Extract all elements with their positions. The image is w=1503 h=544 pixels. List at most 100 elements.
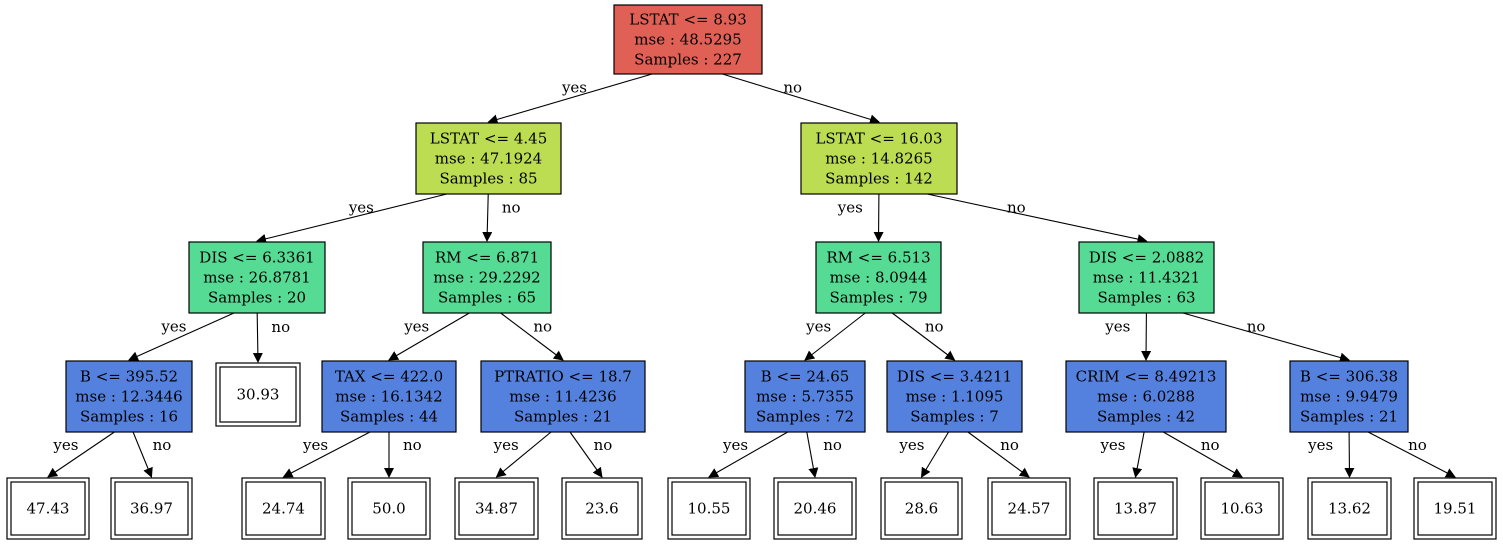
edge-no (482, 193, 493, 242)
leaf-value: 28.6 (905, 500, 938, 518)
node-condition: DIS <= 2.0882 (1089, 249, 1204, 267)
leaf-node: 30.93 (215, 362, 301, 427)
edge-no (132, 431, 153, 478)
node-box (415, 122, 562, 195)
leaf-value: 23.6 (585, 500, 618, 518)
leaf-inner-border (219, 366, 297, 423)
leaf-value: 10.63 (1221, 500, 1264, 518)
node-mse: mse : 5.7355 (756, 388, 854, 406)
edge-no (569, 431, 603, 478)
node-samples: Samples : 142 (825, 170, 933, 188)
edge-no (891, 312, 956, 361)
edge-label-yes: yes (52, 436, 78, 454)
node-samples: Samples : 72 (756, 408, 854, 426)
edge-label-no: no (533, 317, 552, 335)
leaf-value: 24.57 (1008, 500, 1051, 518)
node-condition: CRIM <= 8.49213 (1076, 368, 1217, 386)
edge-no (1182, 312, 1350, 363)
edge-label-yes: yes (805, 317, 831, 335)
node-box (886, 360, 1023, 433)
node-box (188, 241, 326, 314)
leaf-value: 47.43 (27, 500, 70, 518)
edge-no (967, 431, 1030, 478)
leaf-inner-border (671, 481, 747, 536)
leaf-inner-border (1204, 481, 1280, 536)
edge-label-yes: yes (898, 436, 924, 454)
edge-yes (487, 73, 653, 125)
edge-no (1163, 431, 1243, 478)
edge-no (927, 193, 1148, 245)
node-samples: Samples : 21 (514, 408, 612, 426)
node-samples: Samples : 44 (340, 408, 438, 426)
edge-label-yes: yes (493, 436, 519, 454)
leaf-inner-border (10, 481, 86, 536)
edge-label-no: no (1408, 436, 1427, 454)
edge-label-no: no (1007, 198, 1026, 216)
leaf-node: 13.87 (1093, 477, 1178, 540)
edge-yes (804, 312, 866, 361)
edge-yes (1132, 431, 1145, 478)
edge-label-no: no (783, 79, 802, 97)
node-mse: mse : 16.1342 (335, 388, 442, 406)
edge-no (806, 431, 819, 478)
node-samples: Samples : 85 (439, 170, 537, 188)
node-box (480, 360, 646, 433)
leaf-node: 28.6 (880, 477, 963, 540)
edge-label-yes: yes (403, 317, 429, 335)
node-mse: mse : 8.0944 (830, 269, 928, 287)
leaf-inner-border (991, 481, 1067, 536)
leaf-node: 36.97 (110, 477, 193, 540)
edge-label-no: no (925, 317, 944, 335)
node-mse: mse : 1.1095 (906, 388, 1004, 406)
node-samples: Samples : 63 (1097, 289, 1195, 307)
node-box (1289, 360, 1409, 433)
node-samples: Samples : 42 (1097, 408, 1195, 426)
edge-label-yes: yes (348, 198, 374, 216)
node-box (1078, 241, 1215, 314)
leaf-node: 10.63 (1200, 477, 1284, 540)
leaf-inner-border (351, 481, 427, 536)
leaf-value: 24.74 (262, 500, 305, 518)
node-condition: DIS <= 3.4211 (897, 368, 1012, 386)
leaf-value: 30.93 (237, 386, 280, 404)
edge-yes (388, 312, 470, 361)
edge-label-yes: yes (160, 317, 186, 335)
edge-yes (256, 193, 447, 244)
edges-layer (47, 73, 1456, 478)
edge-label-yes: yes (1099, 436, 1125, 454)
leaf-value: 19.51 (1434, 500, 1477, 518)
edge-label-no: no (1000, 436, 1019, 454)
node-samples: Samples : 20 (208, 289, 306, 307)
node-mse: mse : 11.4321 (1093, 269, 1200, 287)
leaf-value: 50.0 (372, 500, 405, 518)
edge-no (500, 312, 564, 361)
leaf-node: 24.74 (241, 477, 326, 540)
edge-yes (708, 431, 788, 478)
leaf-inner-border (1097, 481, 1174, 536)
node-box (800, 122, 958, 195)
node-samples: Samples : 65 (438, 289, 536, 307)
leaf-value: 10.55 (688, 500, 731, 518)
node-mse: mse : 48.5295 (634, 31, 741, 49)
leaf-node: 47.43 (6, 477, 90, 540)
node-condition: LSTAT <= 16.03 (815, 130, 942, 148)
edge-label-no: no (502, 198, 521, 216)
edge-no (1367, 431, 1456, 478)
node-mse: mse : 29.2292 (433, 269, 540, 287)
node-box (422, 241, 552, 314)
edge-yes (47, 431, 115, 478)
edge-label-yes: yes (722, 436, 748, 454)
edge-no (252, 312, 263, 363)
leaf-inner-border (245, 481, 322, 536)
